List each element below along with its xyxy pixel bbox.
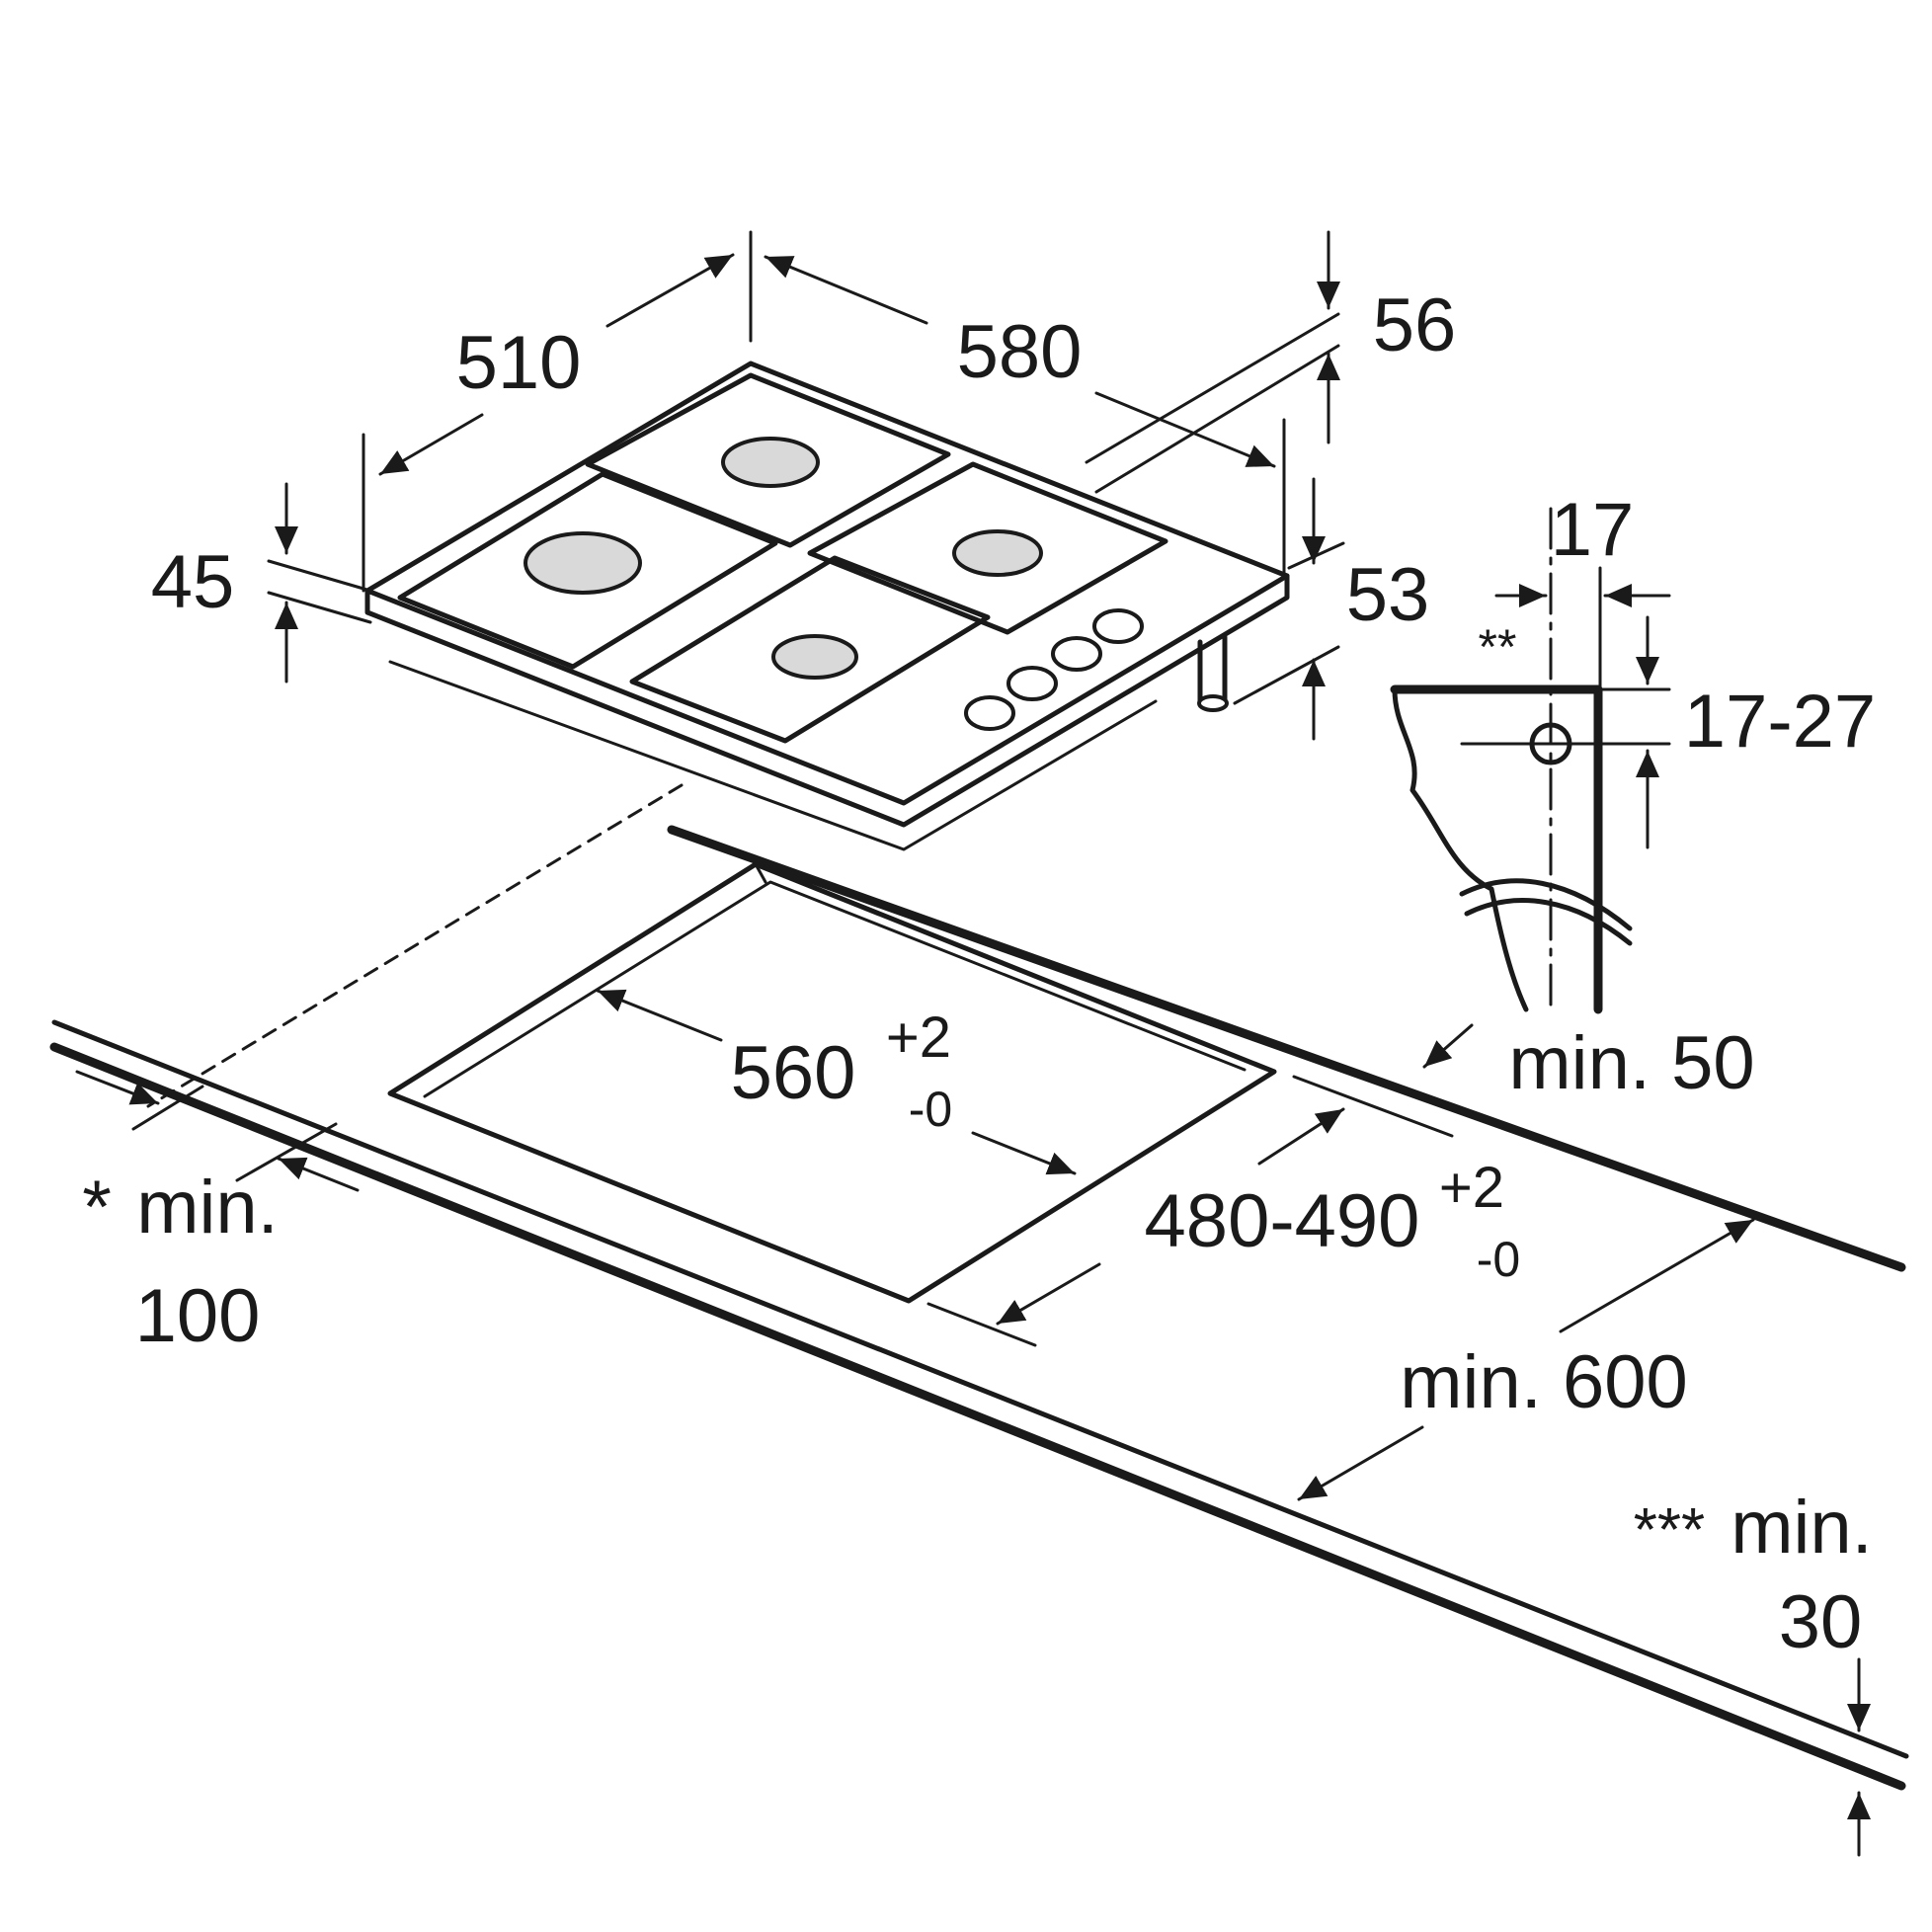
label-480-tolerance-plus: +2 <box>1439 1156 1504 1220</box>
dim-arrow <box>596 989 723 1042</box>
gas-connector <box>1197 634 1228 706</box>
detail-section-outline <box>1390 684 1603 1014</box>
control-knob-4 <box>1092 608 1144 644</box>
grate-front <box>629 555 991 744</box>
label-580: 580 <box>957 310 1083 394</box>
grate-back <box>585 372 951 548</box>
dim-arrow <box>1257 1107 1345 1166</box>
cutout-corner <box>754 862 767 884</box>
detail-profile <box>1392 686 1529 1012</box>
ext-line <box>267 559 372 624</box>
ext-line <box>1085 312 1340 494</box>
label-480-tolerance-minus: -0 <box>1477 1232 1520 1287</box>
dimension-53: 53 <box>1233 477 1430 741</box>
label-56: 56 <box>1373 283 1457 367</box>
countertop-front-edge <box>49 1042 1906 1791</box>
dimension-min-600: min. 600 <box>1297 1218 1755 1501</box>
label-double-star: ** <box>1479 619 1517 675</box>
ext-line <box>926 1075 1454 1347</box>
dimension-min-30: *** min. 30 <box>1634 1486 1873 1857</box>
dim-arrow <box>605 253 735 328</box>
label-560-tolerance-minus: -0 <box>909 1082 952 1137</box>
ext-line <box>1233 541 1345 705</box>
dim-arrow <box>75 1070 160 1105</box>
dim-arrow <box>1422 1023 1474 1069</box>
gas-connector-end <box>1197 694 1229 712</box>
label-53: 53 <box>1346 553 1430 637</box>
wall-edge <box>667 825 1906 1272</box>
label-560: 560 <box>731 1031 856 1115</box>
label-min-600: min. 600 <box>1400 1340 1688 1424</box>
grate-left <box>397 471 778 670</box>
dimension-510: 510 <box>362 230 753 593</box>
gas-connection-detail: 17 ** 17-27 <box>1390 488 1876 1014</box>
dim-arrow <box>971 1131 1077 1175</box>
dimension-cutout-depth: 480-490 +2 -0 <box>926 1075 1520 1347</box>
countertop-back-top-edge <box>51 1019 1909 1759</box>
label-min-50: min. 50 <box>1508 1021 1754 1105</box>
detail-break-line <box>1464 898 1633 946</box>
projection-line <box>146 783 684 1108</box>
label-100: 100 <box>135 1274 261 1358</box>
label-front-min: min. <box>136 1166 279 1249</box>
label-480-490: 480-490 <box>1145 1179 1420 1263</box>
burner-right <box>952 529 1043 577</box>
dimension-min-50: min. 50 <box>1422 1021 1755 1105</box>
dimension-cutout-width: 560 +2 -0 <box>596 989 1077 1175</box>
ext-line <box>131 1085 338 1182</box>
gas-hob <box>364 361 1290 851</box>
label-510: 510 <box>456 321 582 405</box>
label-45: 45 <box>151 540 235 624</box>
dimension-56: 56 <box>1085 230 1457 494</box>
dim-arrow <box>1559 1218 1755 1333</box>
burner-back <box>721 437 820 488</box>
label-edge-min: min. <box>1731 1486 1873 1570</box>
label-triple-star: *** <box>1634 1496 1705 1565</box>
burner-front <box>771 634 858 680</box>
control-knob-1 <box>964 695 1015 731</box>
dim-arrow <box>996 1262 1101 1326</box>
dimension-min-100: * min. 100 <box>75 1070 360 1358</box>
hob-side <box>364 573 1290 828</box>
label-17: 17 <box>1551 488 1635 572</box>
grate-right <box>807 461 1168 635</box>
cutout-outer <box>387 861 1277 1304</box>
label-30: 30 <box>1779 1580 1863 1664</box>
dim-arrow <box>277 1157 360 1192</box>
cutout-inner-edge <box>423 880 1247 1098</box>
countertop <box>49 825 1909 1791</box>
control-knob-3 <box>1051 636 1102 672</box>
detail-break-line <box>1459 878 1633 931</box>
control-knob-2 <box>1006 666 1058 701</box>
dim-arrow <box>1094 391 1276 468</box>
dim-arrow <box>1297 1425 1424 1501</box>
dim-arrow <box>378 413 484 476</box>
dimension-45: 45 <box>151 482 372 684</box>
label-star: * <box>82 1166 112 1249</box>
dimension-580: 580 <box>764 255 1286 575</box>
label-17-27: 17-27 <box>1684 680 1876 764</box>
label-560-tolerance-plus: +2 <box>886 1006 951 1070</box>
hob-top <box>364 361 1290 806</box>
burner-large <box>523 531 642 595</box>
dim-arrow <box>764 255 928 325</box>
hob-bottom-edge <box>388 660 1158 851</box>
